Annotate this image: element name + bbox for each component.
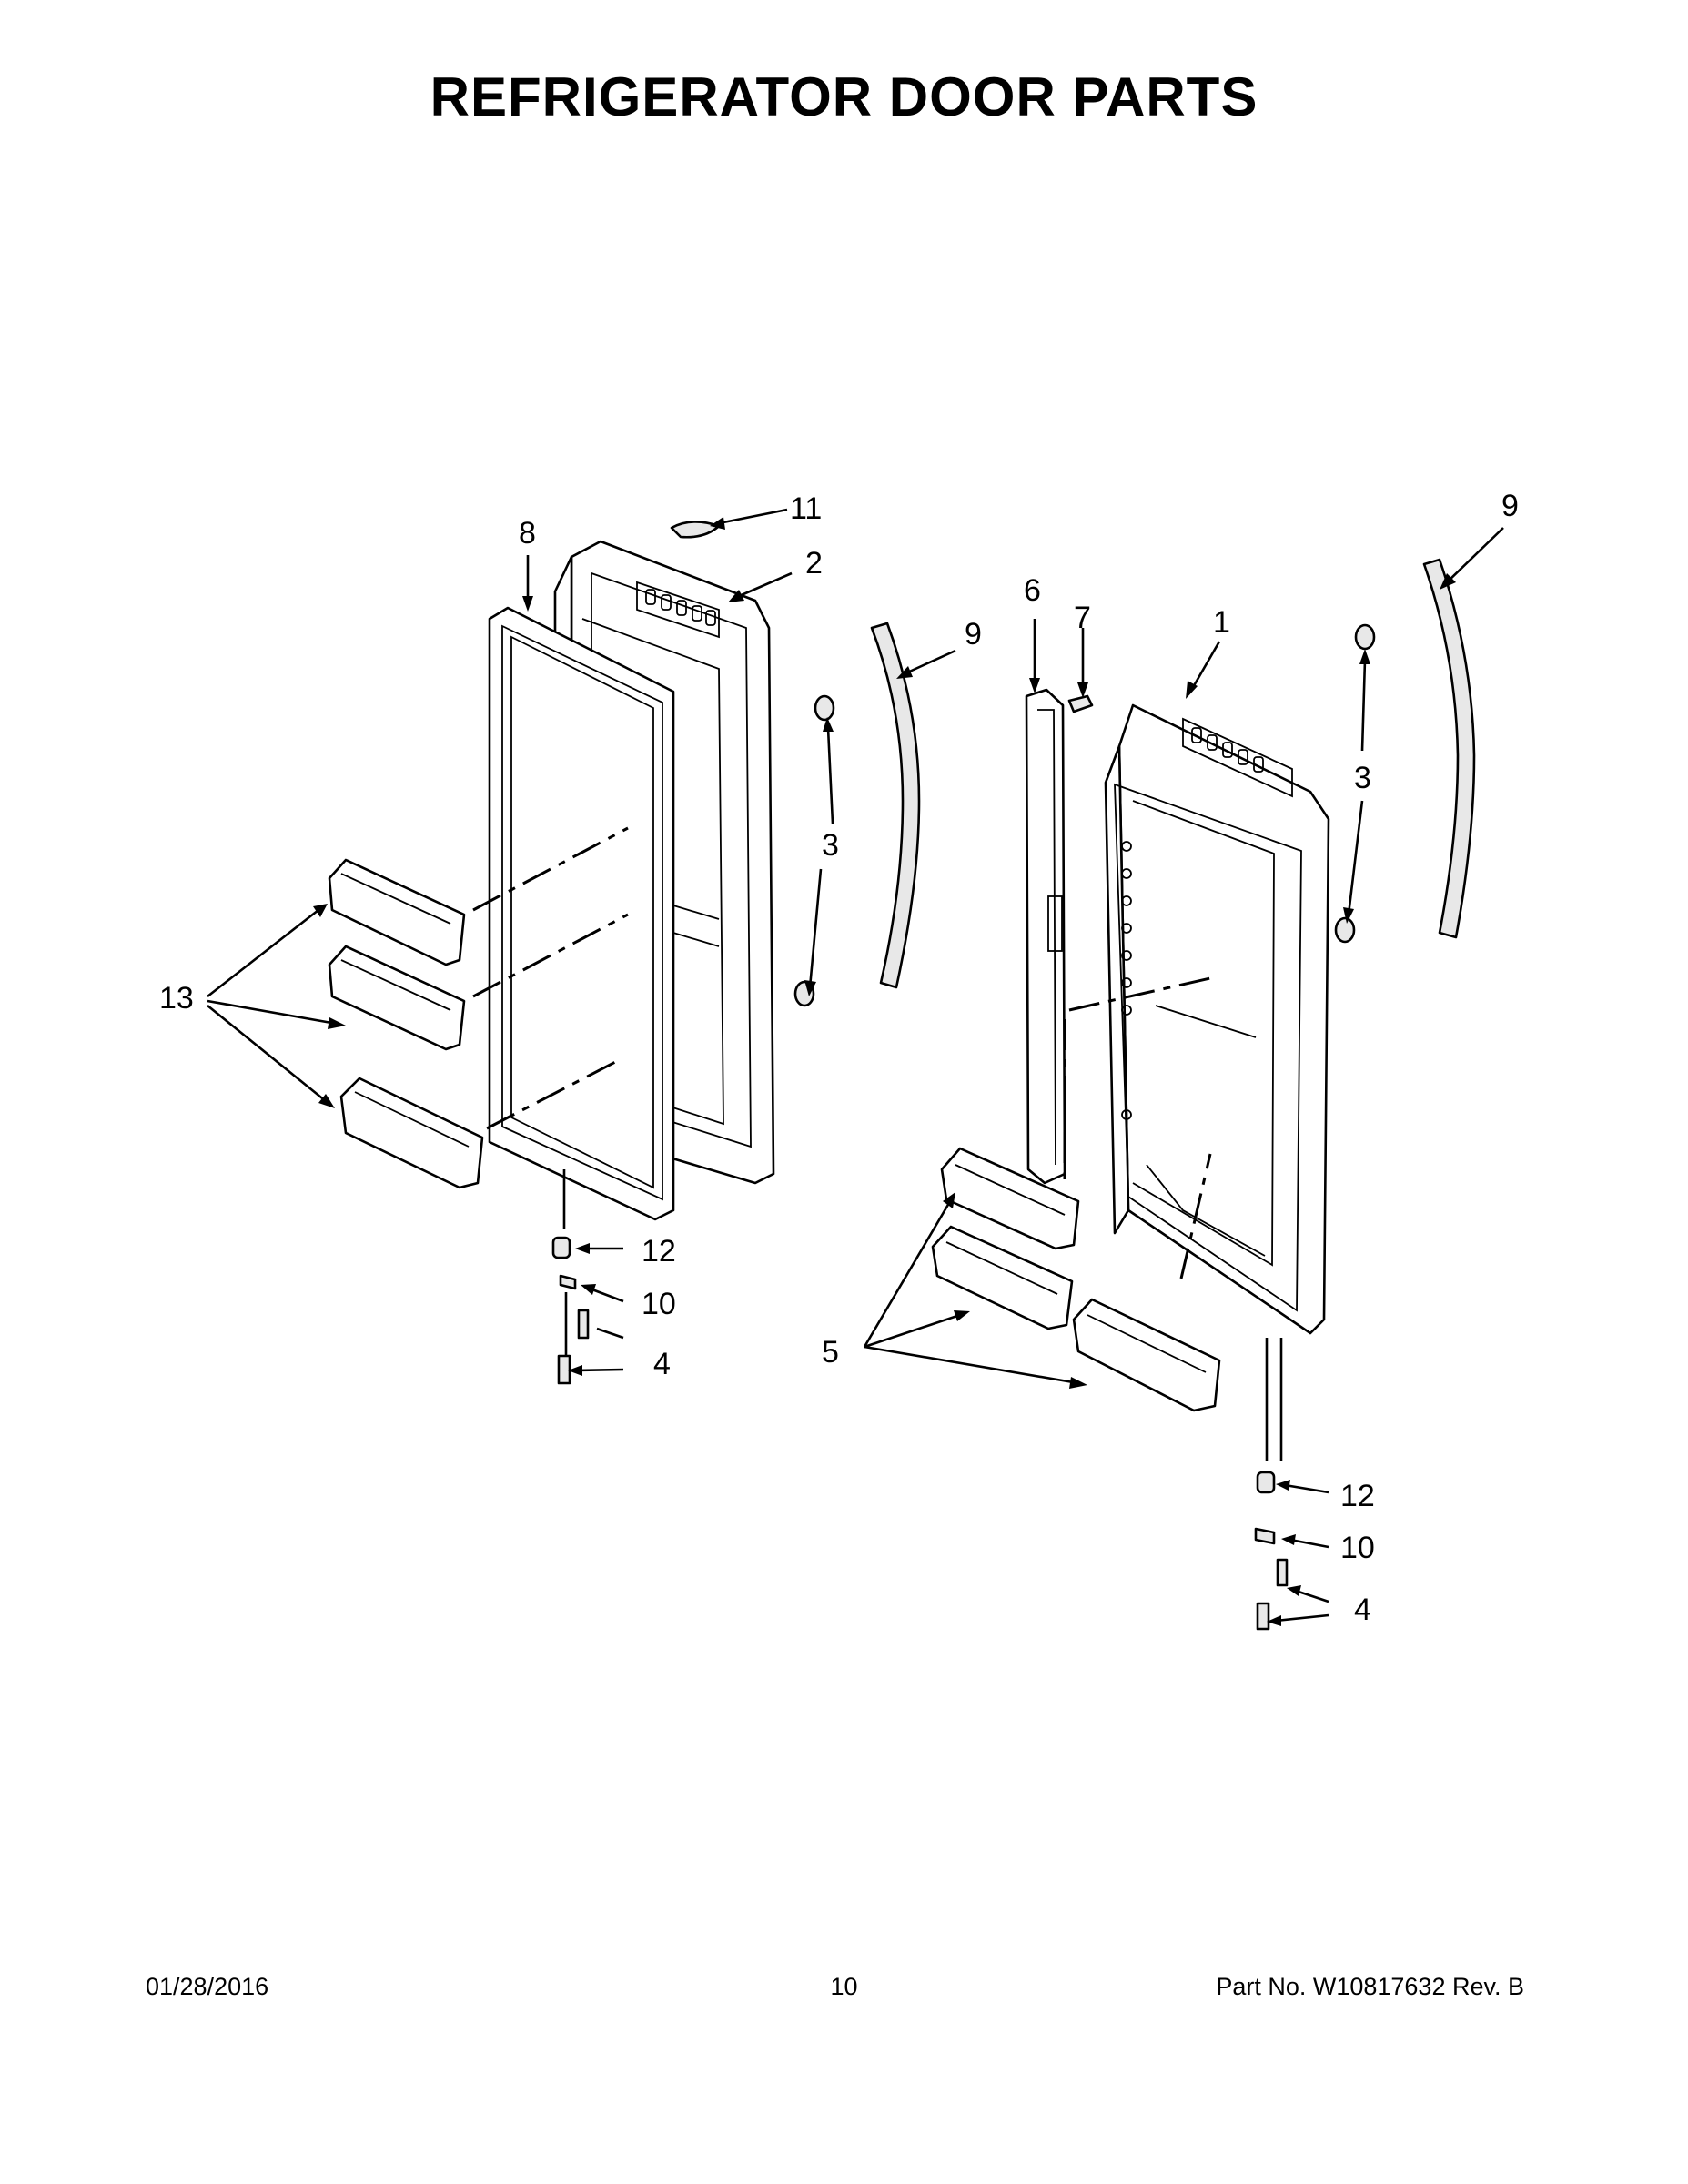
left-assembly-lines <box>472 826 629 1356</box>
callout-left-gasket: 8 <box>519 516 536 551</box>
right-flipper-mullion <box>1025 688 1066 1185</box>
callout-left-handle-mount: 3 <box>822 828 839 863</box>
left-door-gasket <box>488 606 675 1221</box>
callout-right-handle-mount: 3 <box>1354 761 1371 795</box>
callout-labels: 8 11 2 9 3 13 12 10 4 6 7 1 9 3 5 12 10 … <box>159 489 1519 1627</box>
right-handle-mounts <box>1334 623 1376 944</box>
callout-left-bins: 13 <box>159 981 194 1016</box>
callout-right-handle: 9 <box>1501 489 1519 523</box>
callout-left-hinge-bracket: 10 <box>642 1287 676 1321</box>
right-door-handle <box>1422 558 1476 939</box>
footer-page-number: 10 <box>830 1973 858 2000</box>
right-door-bins <box>931 1147 1221 1412</box>
callout-right-mullion: 6 <box>1024 573 1041 608</box>
callout-left-door-cap: 11 <box>790 491 822 526</box>
right-hinge-hardware <box>1254 1471 1289 1631</box>
left-hinge-hardware <box>551 1236 590 1385</box>
callout-right-hinge-bracket: 10 <box>1340 1531 1375 1565</box>
left-door-cap <box>670 521 721 539</box>
left-door-handle <box>870 622 921 989</box>
right-door-assembly <box>931 558 1476 1631</box>
left-door-assembly <box>328 521 921 1385</box>
right-assembly-lines <box>1063 976 1283 1461</box>
callout-right-hinge-bushing: 12 <box>1340 1479 1375 1513</box>
page-title: REFRIGERATOR DOOR PARTS <box>430 66 1258 127</box>
callout-right-bins: 5 <box>822 1335 839 1370</box>
right-mullion-screw <box>1067 694 1094 713</box>
callout-left-screw: 4 <box>653 1347 671 1381</box>
left-door-bins <box>328 858 484 1189</box>
leader-arrows <box>207 508 1504 1626</box>
callout-left-hinge-bushing: 12 <box>642 1234 676 1269</box>
footer-date: 01/28/2016 <box>146 1973 269 2000</box>
callout-left-handle: 9 <box>965 617 982 652</box>
callout-right-door: 1 <box>1213 605 1230 640</box>
callout-right-screw: 4 <box>1354 1592 1371 1627</box>
callout-right-mullion-screw: 7 <box>1074 601 1091 635</box>
footer-part-number: Part No. W10817632 Rev. B <box>1216 1973 1524 2000</box>
callout-left-door: 2 <box>805 546 823 581</box>
right-door <box>1104 703 1330 1335</box>
